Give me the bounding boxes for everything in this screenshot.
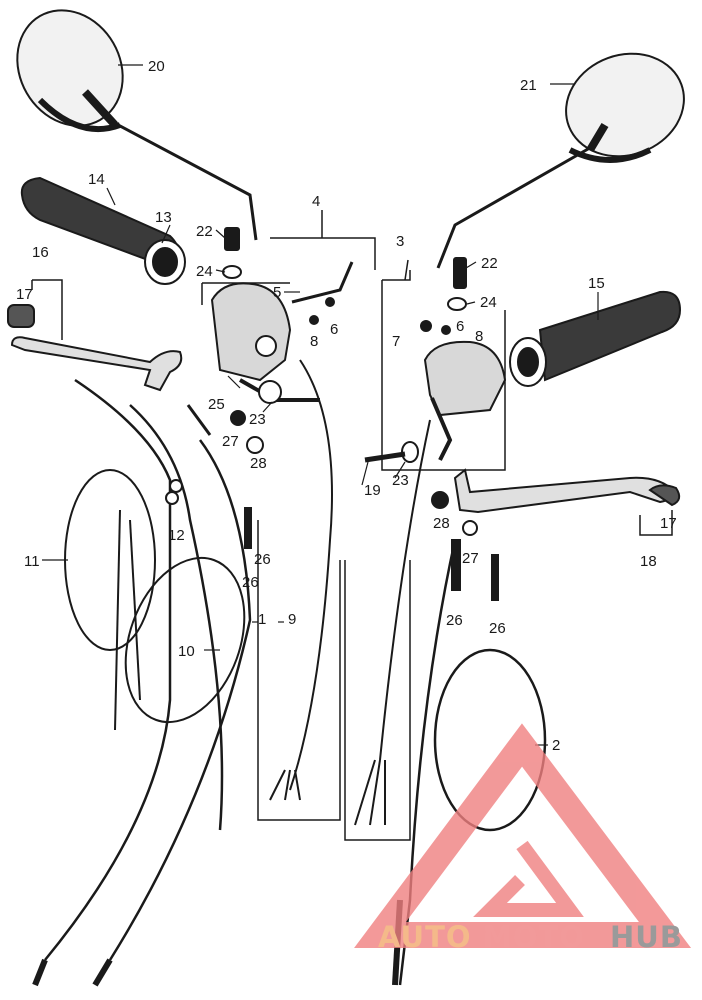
cable-clutch — [32, 378, 172, 987]
callout-part-16: 16 — [32, 244, 49, 261]
callout-part-25: 25 — [208, 396, 225, 413]
callout-part-11: 11 — [24, 553, 40, 570]
callout-part-2: 2 — [552, 737, 560, 754]
callout-part-27-left: 27 — [222, 433, 239, 450]
watermark-word-auto: AUTO — [378, 920, 472, 954]
callout-part-24-left: 24 — [196, 263, 213, 280]
callout-part-19: 19 — [364, 482, 381, 499]
watermark-logo-mark — [354, 723, 692, 948]
callout-part-28-right: 28 — [433, 515, 450, 532]
callout-part-6-left: 6 — [330, 321, 338, 338]
grip-right — [509, 290, 682, 387]
mirror-right — [436, 52, 685, 269]
watermark-word-hub: HUB — [610, 920, 683, 954]
cable-tachometer — [124, 556, 246, 724]
callout-part-7: 7 — [392, 333, 400, 350]
callout-part-17-left: 17 — [16, 286, 33, 303]
callout-part-10: 10 — [178, 643, 195, 660]
callout-part-5: 5 — [273, 284, 281, 301]
callout-part-26-c: 26 — [446, 612, 463, 629]
callout-part-24-right: 24 — [480, 294, 497, 311]
right-switch-housing — [364, 340, 507, 463]
callout-part-17-right: 17 — [660, 515, 677, 532]
callout-part-23-right: 23 — [392, 472, 409, 489]
callout-part-8-right: 8 — [475, 328, 483, 345]
cable-speedometer — [64, 469, 156, 731]
hardware-bolts — [165, 227, 499, 601]
callout-part-22-right: 22 — [481, 255, 498, 272]
clutch-lever — [7, 304, 183, 392]
wire-harness-left — [269, 359, 333, 801]
leader-lines — [42, 64, 599, 746]
callout-part-21: 21 — [520, 77, 537, 94]
callout-part-12: 12 — [168, 527, 185, 544]
callout-part-20: 20 — [148, 58, 165, 75]
bracket-lines — [31, 210, 673, 841]
watermark-text: AUTO MOTO HUB — [378, 920, 683, 954]
callout-part-14: 14 — [88, 171, 105, 188]
callouts: 1 2 3 4 5 6 6 7 8 8 9 10 11 12 13 14 15 … — [16, 58, 677, 754]
callout-part-23-left: 23 — [249, 411, 266, 428]
cable-throttle-1 — [92, 404, 252, 987]
callout-part-3: 3 — [396, 233, 404, 250]
wire-harness-right — [354, 419, 431, 826]
callout-part-8-left: 8 — [310, 333, 318, 350]
callout-part-15: 15 — [588, 275, 605, 292]
callout-part-22-left: 22 — [196, 223, 213, 240]
callout-part-18: 18 — [640, 553, 657, 570]
callout-part-26-a: 26 — [254, 551, 271, 568]
callout-part-6-right: 6 — [456, 318, 464, 335]
callout-part-1: 1 — [258, 611, 266, 628]
callout-part-26-d: 26 — [489, 620, 506, 637]
mirror-left — [16, 9, 258, 241]
brake-lever — [453, 468, 681, 514]
callout-part-9: 9 — [288, 611, 296, 628]
callout-part-4: 4 — [312, 193, 320, 210]
callout-part-28-left: 28 — [250, 455, 267, 472]
watermark-word-moto: MOTO — [483, 920, 585, 954]
left-switch-housing — [210, 282, 320, 404]
callout-part-26-b: 26 — [242, 574, 259, 591]
callout-part-13: 13 — [155, 209, 172, 226]
callout-part-27-right: 27 — [462, 550, 479, 567]
grip-left — [20, 176, 186, 285]
